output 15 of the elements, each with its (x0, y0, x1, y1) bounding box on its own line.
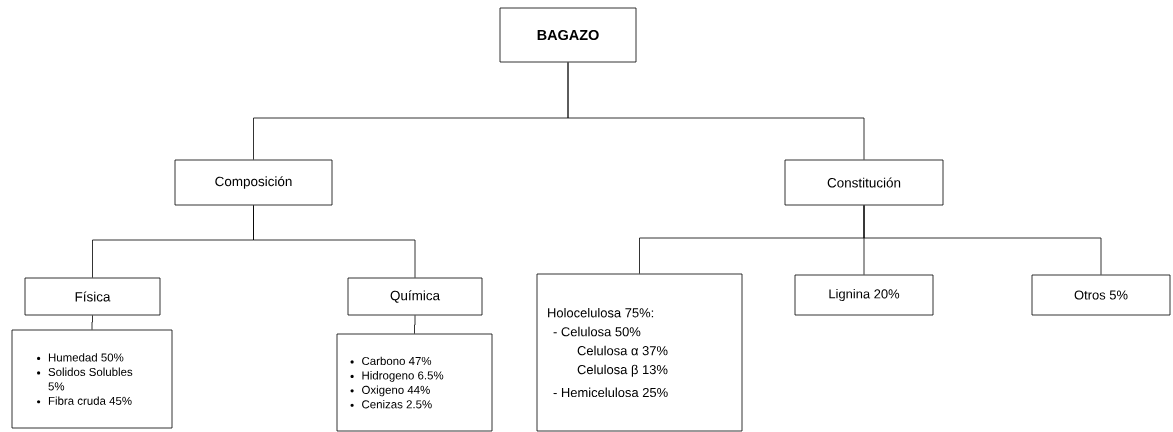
connector-line (91, 315, 93, 330)
category-box: Otros 5% (1031, 274, 1171, 316)
category-box: Lignina 20% (794, 274, 934, 316)
category-box: Física (24, 277, 161, 316)
connector-line (567, 62, 865, 160)
connector-line (863, 205, 1102, 275)
list-box: Humedad 50% Solidos Solubles 5% Fibra cruda 45% (11, 329, 173, 429)
category-box: Composición (174, 159, 333, 206)
list-box: Carbono 47% Hidrogeno 6.5% Oxigeno 44% Cenizas 2.5% (336, 333, 493, 432)
category-box: Química (347, 277, 483, 316)
list-box: Holocelulosa 75%: - Celulosa 50% Celulosa α 37% Celulosa β 13% - Hemicelulosa 25% (536, 273, 743, 432)
category-box: Constitución (784, 159, 944, 206)
title-box: BAGAZO (499, 7, 637, 63)
connector-line (414, 315, 416, 334)
connector-line (253, 205, 416, 278)
